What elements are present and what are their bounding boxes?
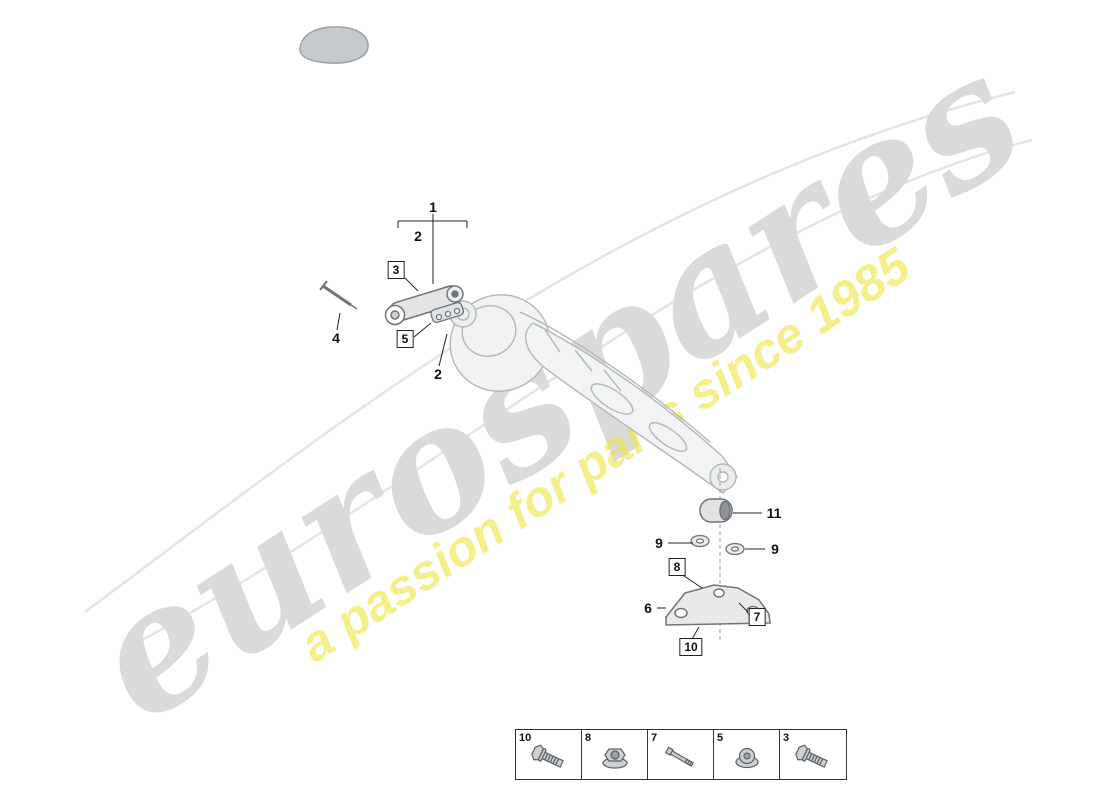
gearbox-mount-bracket (665, 584, 771, 626)
callout-4: 4 (332, 330, 340, 346)
legend-item-7: 7 (648, 730, 714, 779)
callout-2-lower: 2 (434, 366, 442, 382)
callout-7: 7 (748, 608, 766, 626)
legend-label: 3 (783, 732, 790, 744)
legend-item-10: 10 (516, 730, 582, 779)
callout-5: 5 (396, 330, 414, 348)
legend-item-8: 8 (582, 730, 648, 779)
differential-unit (449, 294, 738, 494)
washer-left (690, 534, 710, 548)
callout-6: 6 (644, 600, 652, 616)
washer-right (725, 542, 745, 556)
car-roof-shape (299, 26, 369, 64)
callout-2-upper: 2 (414, 228, 422, 244)
callout-9-left: 9 (655, 535, 663, 551)
callout-9-right: 9 (771, 541, 779, 557)
callout-1: 1 (429, 199, 437, 215)
legend-label: 8 (585, 732, 592, 744)
legend-label: 10 (519, 732, 532, 744)
control-arm (384, 285, 464, 326)
fastener-legend: 10 8 (515, 729, 847, 780)
callout-8: 8 (668, 558, 686, 576)
flange-bolt-icon (531, 744, 564, 768)
legend-item-5: 5 (714, 730, 780, 779)
lock-nut-icon (735, 747, 759, 769)
legend-label: 5 (717, 732, 724, 744)
rubber-bushing (699, 498, 733, 523)
callout-11: 11 (766, 505, 782, 521)
long-bolt-icon (664, 746, 694, 767)
legend-item-3: 3 (780, 730, 846, 779)
bolt-pin (319, 280, 358, 310)
leader-lines (336, 214, 765, 640)
flange-bolt-icon (795, 744, 828, 768)
flange-nut-icon (602, 748, 628, 769)
arm-bracket-plate (430, 301, 465, 324)
callout-10: 10 (679, 638, 703, 656)
legend-label: 7 (651, 732, 658, 744)
callout-3: 3 (387, 261, 405, 279)
